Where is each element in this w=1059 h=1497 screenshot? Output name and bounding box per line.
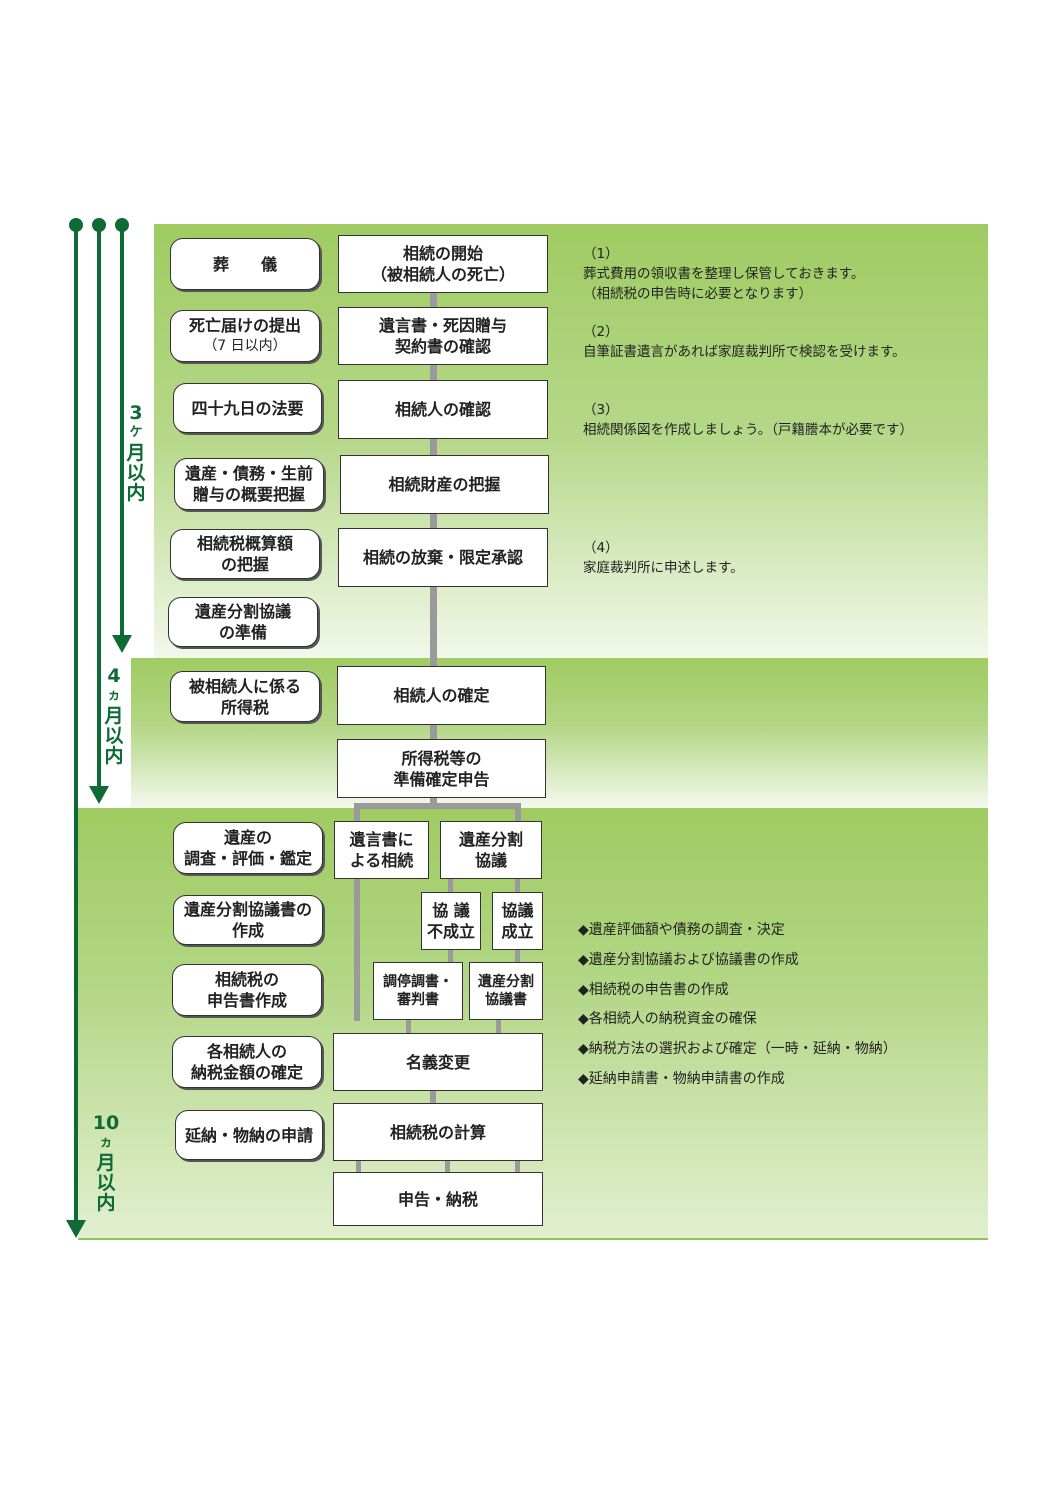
timeline-4-months xyxy=(97,225,101,787)
flow-mediation-document: 調停調書・審判書 xyxy=(373,962,463,1020)
flow-connector xyxy=(496,1018,501,1033)
checklist-item: ◆相続税の申告書の作成 xyxy=(578,981,729,998)
flow-tax-calculation: 相続税の計算 xyxy=(333,1103,543,1161)
flow-division-negotiation: 遺産分割協議 xyxy=(440,821,542,879)
note-4: （4）家庭裁判所に申述します。 xyxy=(583,540,744,576)
flow-connector xyxy=(448,949,453,962)
flow-inheritance-by-will: 遺言書による相続 xyxy=(334,821,429,879)
checklist-item: ◆遺産分割協議および協議書の作成 xyxy=(578,951,799,968)
flow-connector xyxy=(448,878,453,892)
flow-connector xyxy=(445,1159,450,1172)
checklist-item: ◆納税方法の選択および確定（一時・延納・物納） xyxy=(578,1041,897,1058)
flow-connector xyxy=(430,1089,436,1103)
flow-will-check: 遺言書・死因贈与契約書の確認 xyxy=(338,307,548,365)
flow-connector xyxy=(354,803,360,1021)
task-decedent-income-tax: 被相続人に係る所得税 xyxy=(170,671,320,722)
flow-division-agreement: 遺産分割協議書 xyxy=(469,962,543,1020)
period-band-3-months xyxy=(154,224,988,658)
flow-connector xyxy=(515,1159,520,1172)
task-49th-day-memorial: 四十九日の法要 xyxy=(173,383,322,433)
task-death-notice: 死亡届けの提出（7 日以内） xyxy=(170,310,320,362)
task-tax-amount-determination: 各相続人の納税金額の確定 xyxy=(172,1036,322,1088)
flow-connector xyxy=(515,878,520,892)
arrowhead-icon xyxy=(89,786,109,804)
task-asset-overview: 遺産・債務・生前贈与の概要把握 xyxy=(174,458,324,510)
task-checklist: ◆遺産評価額や債務の調査・決定 ◆遺産分割協議および協議書の作成 ◆相続税の申告… xyxy=(578,920,897,1099)
flow-title-transfer: 名義変更 xyxy=(333,1033,543,1091)
flow-connector xyxy=(406,1018,411,1033)
flow-heir-determination: 相続人の確定 xyxy=(337,666,546,725)
flow-heir-check: 相続人の確認 xyxy=(338,380,548,439)
checklist-item: ◆各相続人の納税資金の確保 xyxy=(578,1011,757,1028)
task-division-preparation: 遺産分割協議の準備 xyxy=(168,597,318,647)
flow-connector xyxy=(515,949,520,962)
task-asset-appraisal: 遺産の調査・評価・鑑定 xyxy=(173,822,323,874)
flow-inheritance-start: 相続の開始（被相続人の死亡） xyxy=(338,235,548,293)
flow-filing-payment: 申告・納税 xyxy=(333,1172,543,1226)
arrowhead-icon xyxy=(66,1220,86,1238)
flow-income-tax-return: 所得税等の準備確定申告 xyxy=(337,739,546,798)
flow-connector xyxy=(356,1159,361,1172)
flow-connector xyxy=(515,803,521,823)
flow-estate-grasp: 相続財産の把握 xyxy=(340,455,549,514)
flow-connector xyxy=(354,803,521,809)
checklist-item: ◆遺産評価額や債務の調査・決定 xyxy=(578,922,785,938)
timeline-10-months xyxy=(74,225,78,1221)
task-tax-return-preparation: 相続税の申告書作成 xyxy=(172,964,322,1016)
task-division-agreement-doc: 遺産分割協議書の作成 xyxy=(173,895,323,945)
flow-renunciation: 相続の放棄・限定承認 xyxy=(338,528,548,587)
checklist-item: ◆延納申請書・物納申請書の作成 xyxy=(578,1070,785,1087)
arrowhead-icon xyxy=(112,635,132,653)
task-deferred-payment-application: 延納・物納の申請 xyxy=(175,1110,323,1160)
note-2: （2）自筆証書遺言があれば家庭裁判所で検認を受けます。 xyxy=(583,324,906,360)
period-band-10-months xyxy=(78,808,988,1240)
task-funeral: 葬 儀 xyxy=(170,238,320,290)
flow-negotiation-concluded: 協議成立 xyxy=(492,892,543,950)
flow-negotiation-failed: 協 議不成立 xyxy=(421,892,481,950)
task-tax-estimate: 相続税概算額の把握 xyxy=(170,529,320,579)
note-3: （3）相続関係図を作成しましょう。（戸籍謄本が必要です） xyxy=(583,402,913,438)
note-1: （1）葬式費用の領収書を整理し保管しておきます。（相続税の申告時に必要となります… xyxy=(583,246,865,302)
timeline-3-months xyxy=(120,225,124,635)
flow-connector xyxy=(430,796,437,806)
flow-connector xyxy=(430,723,437,740)
